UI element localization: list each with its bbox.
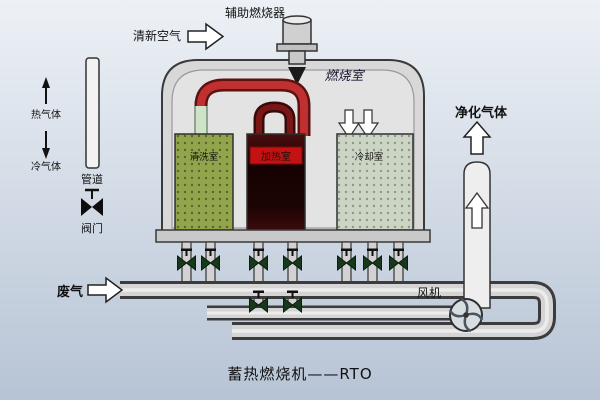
legend-valve: 阀门 (81, 188, 103, 235)
fresh-air-arrow-icon (187, 22, 225, 51)
legend-pipe-label: 管道 (81, 172, 103, 186)
chamber-heating-label-box (249, 146, 303, 165)
fresh-air-label: 清新空气 (133, 28, 181, 43)
purified-gas-label: 净化气体 (455, 105, 508, 121)
chamber-cooling-media (337, 134, 413, 230)
riser-pipe (194, 101, 208, 136)
burner-flange (276, 43, 318, 52)
legend-hot-gas-label: 热气体 (31, 108, 61, 121)
valve-bowtie-right-icon (92, 198, 103, 216)
chamber-purge-media (175, 134, 233, 230)
chamber-purge: 清洗室 (174, 133, 234, 231)
chamber-cooling-label: 冷却室 (355, 151, 384, 163)
purified-gas-arrow-icon (462, 120, 492, 155)
stack (463, 161, 491, 309)
burner-neck (288, 50, 306, 65)
chamber-cooling: 冷却室 (336, 133, 414, 231)
burner-nozzle-icon (288, 67, 306, 85)
combustion-chamber-label: 燃烧室 (324, 68, 365, 84)
hot-gas-up-arrowhead-icon (42, 77, 50, 88)
cold-gas-down-arrowhead-icon (42, 148, 50, 159)
pipe-sample-icon (85, 57, 100, 169)
hot-pipe-arch (197, 81, 308, 136)
fan-hub (463, 312, 469, 318)
fan (448, 297, 484, 333)
chamber-purge-label: 清洗室 (190, 151, 219, 163)
valve-bowtie-left-icon (81, 198, 92, 216)
manifold-a-highlight (120, 288, 549, 333)
inlet-manifold (120, 281, 556, 340)
legend-cold-gas-label: 冷气体 (31, 160, 61, 173)
inner-arch (256, 103, 293, 136)
legend-cold-gas: 冷气体 (31, 131, 61, 173)
chamber-heating-label: 加热室 (261, 150, 291, 163)
aux-burner (276, 15, 318, 85)
legend-hot-gas: 热气体 (31, 77, 61, 121)
chamber-heating: 加热室 (246, 133, 306, 231)
legend-pipe: 管道 (81, 57, 103, 186)
downflow-arrow-icon (337, 109, 361, 140)
burner-cap (282, 15, 312, 25)
diagram-title: 蓄热燃烧机——RTO (227, 365, 372, 383)
vertical-pipes (181, 241, 404, 315)
stack-up-arrow-icon (464, 191, 490, 229)
waste-gas-arrow-icon (87, 276, 124, 304)
legend: 热气体 冷气体 管道 阀门 (31, 57, 103, 235)
base-plate (155, 229, 431, 243)
aux-burner-label: 辅助燃烧器 (225, 5, 285, 20)
fan-label: 风机 (417, 286, 441, 300)
downflow-arrow-icon (356, 109, 380, 140)
waste-gas-label: 废气 (57, 284, 83, 300)
hot-pipe-arches (194, 78, 311, 136)
legend-valve-label: 阀门 (81, 221, 103, 235)
stack-body (463, 161, 491, 309)
